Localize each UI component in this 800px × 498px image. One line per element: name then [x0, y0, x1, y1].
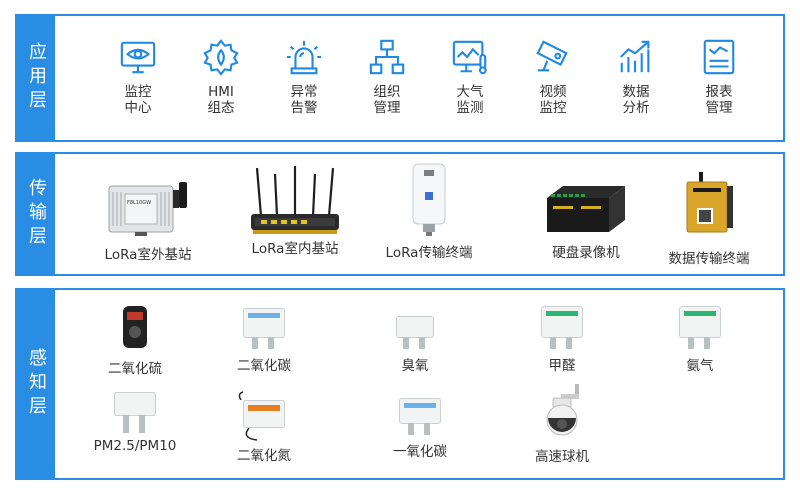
- application-layer: 应用层 监控 中心 HMI 组态 异常: [15, 14, 785, 142]
- no2-cable-image: [238, 391, 244, 400]
- app-item-alarm[interactable]: 异常 告警: [269, 38, 339, 116]
- device-dtu[interactable]: 数据传输终端: [669, 172, 750, 267]
- sensing-layer-label: 感知层: [17, 290, 55, 478]
- outdoor-base-station-image: F8L10GW: [108, 182, 187, 236]
- sensor-speed-dome[interactable]: 高速球机: [525, 384, 599, 465]
- atmosphere-monitor-icon: [452, 40, 487, 75]
- app-item-hmi[interactable]: HMI 组态: [186, 38, 256, 116]
- sensor-ammonia[interactable]: 氨气: [665, 306, 735, 374]
- app-item-atmosphere[interactable]: 大气 监测: [435, 38, 505, 116]
- app-item-organization[interactable]: 组织 管理: [352, 38, 422, 116]
- camera-icon: [536, 40, 568, 72]
- sensor-formaldehyde[interactable]: 甲醛: [527, 306, 597, 374]
- report-icon: [703, 39, 735, 75]
- so2-sensor-image: [123, 306, 147, 348]
- app-item-video[interactable]: 视频 监控: [518, 38, 588, 116]
- svg-text:F8L10GW: F8L10GW: [127, 200, 151, 206]
- sensor-pm[interactable]: PM2.5/PM10: [89, 392, 181, 454]
- app-item-monitor-center[interactable]: 监控 中心: [103, 38, 173, 116]
- application-layer-label: 应用层: [17, 16, 55, 140]
- hmi-config-icon: [203, 39, 239, 76]
- sensor-co[interactable]: 一氧化碳: [383, 398, 457, 460]
- transport-layer-label: 传输层: [17, 154, 55, 274]
- sensor-no2[interactable]: 二氧化氮: [227, 390, 301, 464]
- dvr-image: [547, 186, 625, 232]
- app-item-report[interactable]: 报表 管理: [684, 38, 754, 116]
- dtu-image: [686, 172, 733, 233]
- sensor-ozone[interactable]: 臭氧: [385, 316, 445, 374]
- monitor-eye-icon: [120, 41, 156, 74]
- alarm-light-icon: [286, 40, 322, 75]
- speed-dome-camera-image: [546, 384, 579, 436]
- transport-layer: 传输层 F8L10GW LoRa室外基站: [15, 152, 785, 276]
- sensor-so2[interactable]: 二氧化硫: [103, 304, 167, 377]
- device-lora-outdoor[interactable]: F8L10GW LoRa室外基站: [105, 180, 191, 263]
- org-chart-icon: [369, 39, 405, 75]
- no2-wire-image: [245, 428, 258, 441]
- sensor-co2[interactable]: 二氧化碳: [229, 308, 299, 374]
- indoor-base-station-image: [251, 166, 339, 234]
- sensing-layer: 感知层 二氧化硫 二氧化碳 臭氧 甲醛 氨气: [15, 288, 785, 480]
- device-lora-indoor[interactable]: LoRa室内基站: [249, 164, 341, 257]
- lora-terminal-image: [412, 163, 446, 236]
- bar-chart-icon: [620, 40, 650, 73]
- app-item-data-analysis[interactable]: 数据 分析: [601, 38, 671, 116]
- device-dvr[interactable]: 硬盘录像机: [545, 184, 627, 261]
- device-lora-terminal[interactable]: LoRa传输终端: [386, 162, 472, 261]
